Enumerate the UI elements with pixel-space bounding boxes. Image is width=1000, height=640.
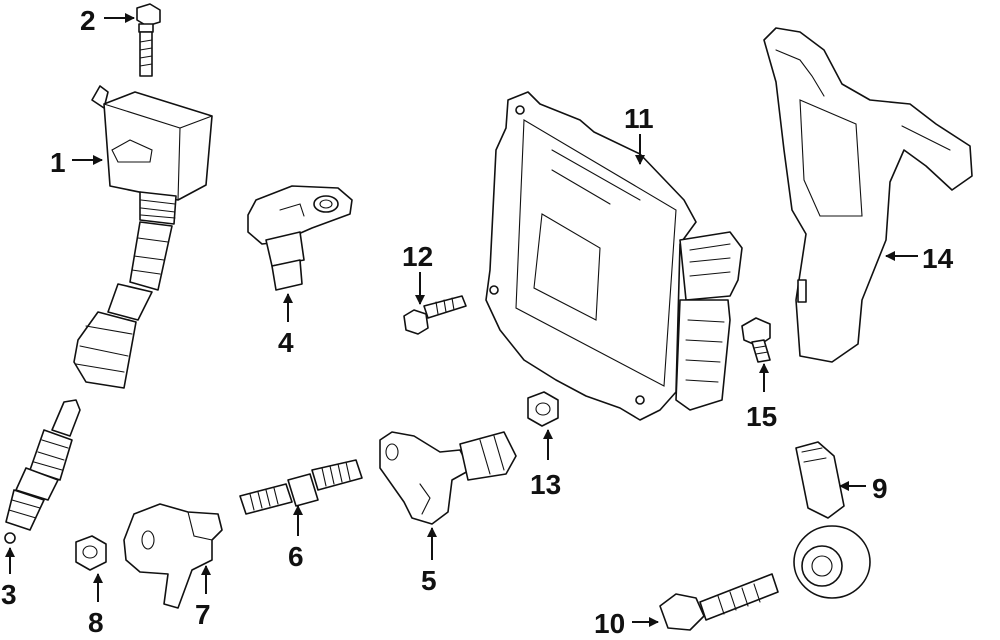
bracket-part-7 [123, 503, 223, 609]
callout-8: 8 [88, 607, 104, 638]
callout-5: 5 [421, 565, 437, 596]
leader-lines [4, 13, 918, 627]
callout-11: 11 [624, 103, 654, 134]
bolt-part-2 [136, 3, 161, 77]
callout-15: 15 [746, 401, 777, 432]
callout-2: 2 [80, 5, 96, 36]
nut-part-13 [527, 391, 559, 427]
callout-7: 7 [195, 599, 211, 630]
ecm-module-part-11 [485, 91, 743, 421]
bolt-part-10 [659, 573, 779, 631]
knock-sensor-part-9 [793, 441, 871, 599]
bolt-part-12 [403, 295, 467, 335]
callout-10: 10 [594, 608, 625, 639]
callout-12: 12 [402, 241, 433, 272]
spark-plug-part-3 [4, 399, 81, 544]
callout-3: 3 [1, 579, 17, 610]
nut-part-8 [75, 535, 107, 571]
callout-13: 13 [530, 469, 561, 500]
callout-9: 9 [872, 473, 888, 504]
cam-sensor-part-5 [379, 431, 517, 525]
map-sensor-part-4 [247, 185, 353, 291]
callout-1: 1 [50, 147, 66, 178]
ignition-coil-part-1 [73, 85, 213, 389]
callout-14: 14 [922, 243, 954, 274]
callout-6: 6 [288, 541, 304, 572]
mounting-bracket-part-14 [763, 27, 973, 363]
stud-part-6 [239, 459, 363, 515]
callout-4: 4 [278, 327, 294, 358]
bolt-part-15 [741, 317, 771, 363]
callout-numbers: 2 1 3 4 5 6 7 8 9 10 11 12 13 14 15 [1, 5, 954, 639]
